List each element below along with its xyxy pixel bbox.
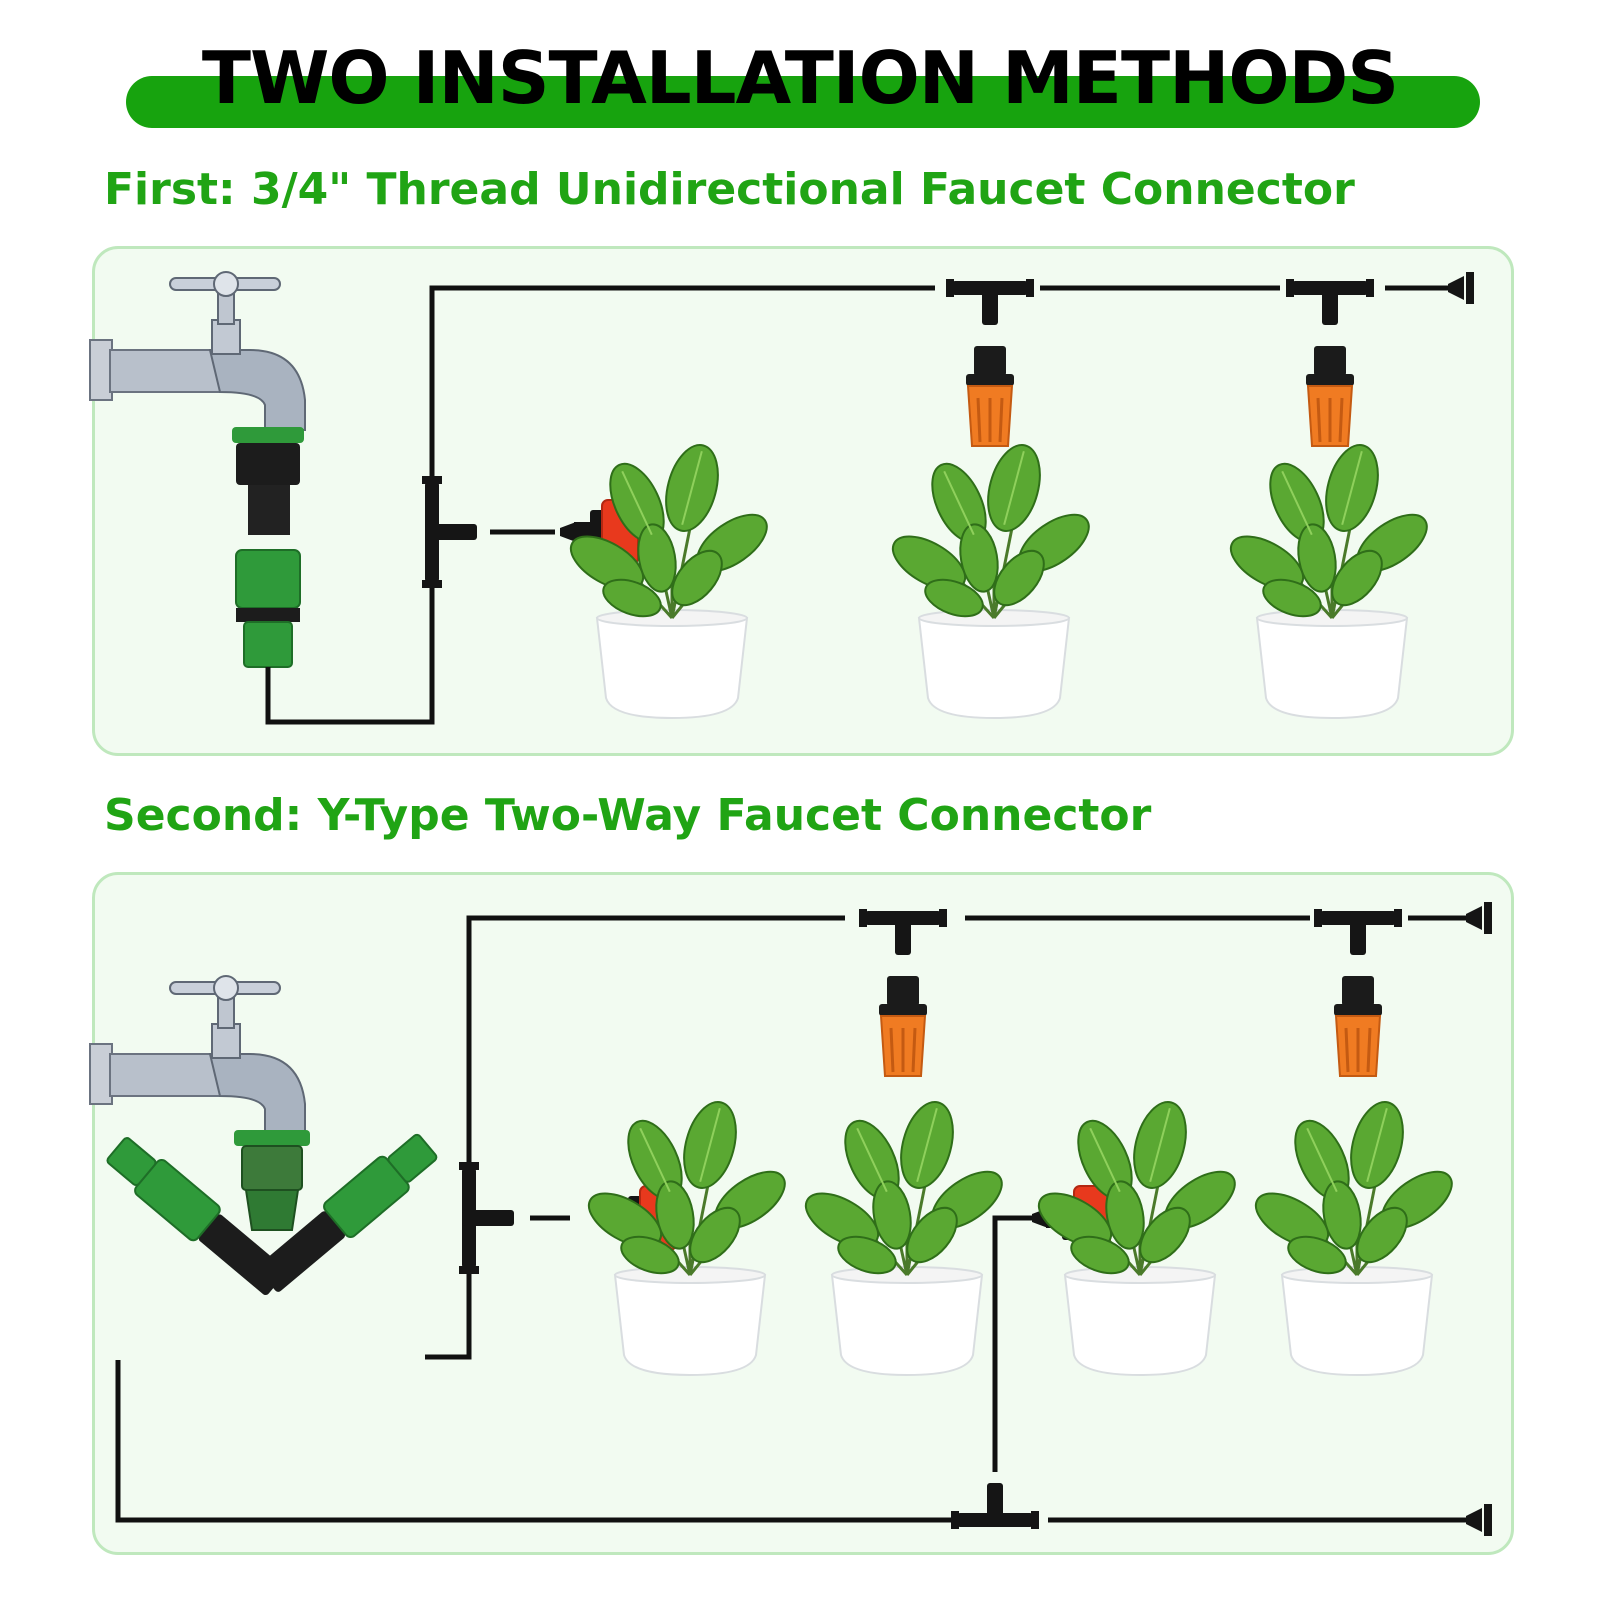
drip-emitter-icon <box>1304 344 1356 448</box>
section-2-diagram <box>89 902 1492 1536</box>
faucet-icon <box>89 271 306 431</box>
potted-plant-icon <box>1220 437 1438 720</box>
section-1-diagram <box>89 271 1474 725</box>
tubing <box>115 915 1470 1523</box>
y-connector-icon <box>106 1130 438 1296</box>
tee-connector-icon <box>459 1162 514 1274</box>
faucet-icon <box>89 975 306 1135</box>
section-2-heading: Second: Y-Type Two-Way Faucet Connector <box>104 790 1152 841</box>
tee-connector-icon <box>1314 909 1402 955</box>
potted-plant-icon <box>560 437 778 720</box>
title-highlight-bar <box>126 76 1480 128</box>
end-plug-icon <box>1466 902 1492 934</box>
section-1-heading: First: 3/4" Thread Unidirectional Faucet… <box>104 164 1355 215</box>
page-title: TWO INSTALLATION METHODS <box>201 36 1399 120</box>
drip-emitter-icon <box>1332 974 1384 1078</box>
end-plug-icon <box>1466 1504 1492 1536</box>
end-plug-icon <box>1448 272 1474 304</box>
potted-plant-icon <box>1245 1094 1463 1377</box>
tee-connector-icon <box>859 909 947 955</box>
tee-connector-icon <box>422 476 477 588</box>
drip-emitter-icon <box>877 974 929 1078</box>
drip-emitter-icon <box>964 344 1016 448</box>
tee-connector-icon <box>951 1483 1039 1529</box>
potted-plant-icon <box>1028 1094 1246 1377</box>
potted-plant-icon <box>795 1094 1013 1377</box>
potted-plant-icon <box>578 1094 796 1377</box>
hose-connector-icon <box>232 427 304 668</box>
potted-plant-icon <box>882 437 1100 720</box>
tee-connector-icon <box>946 279 1034 325</box>
tee-connector-icon <box>1286 279 1374 325</box>
